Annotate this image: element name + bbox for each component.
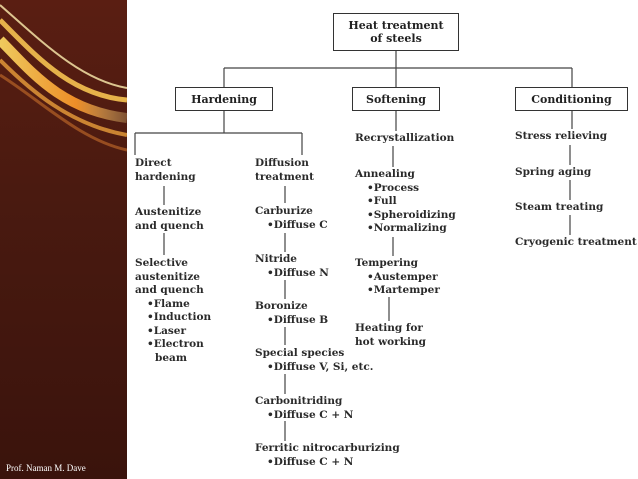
carbonitriding-node: Carbonitriding •Diffuse C + N [255,395,354,421]
austenitize-quench-node: Austenitize and quench [135,206,204,232]
carburize-node: Carburize •Diffuse C [255,205,328,231]
diffusion-treatment-heading: Diffusion treatment [255,157,314,183]
tempering-node: Tempering •Austemper •Martemper [355,257,440,296]
special-species-node: Special species •Diffuse V, Si, etc. [255,347,374,373]
cryogenic-treatment-node: Cryogenic treatment [515,236,637,248]
author-credit: Prof. Naman M. Dave [6,463,86,473]
boronize-node: Boronize •Diffuse B [255,300,329,326]
heat-treatment-diagram: Heat treatment of steels Hardening Softe… [127,0,638,479]
conditioning-node: Conditioning [515,87,628,111]
decorative-side-panel: Prof. Naman M. Dave [0,0,127,479]
connector-lines [134,50,573,441]
nitride-node: Nitride •Diffuse N [255,253,329,279]
annealing-node: Annealing •Process •Full •Spheroidizing … [355,168,456,234]
direct-hardening-heading: Direct hardening [135,157,196,183]
light-streak-graphic [0,4,127,152]
stress-relieving-node: Stress relieving [515,130,608,142]
softening-node: Softening [352,87,440,111]
steam-treating-node: Steam treating [515,201,604,213]
root-line2: of steels [370,32,422,45]
root-line1: Heat treatment [348,19,444,32]
recrystallization-node: Recrystallization [355,132,455,144]
ferritic-nitrocarburizing-node: Ferritic nitrocarburizing •Diffuse C + N [255,442,400,468]
spring-aging-node: Spring aging [515,166,592,178]
root-node: Heat treatment of steels [333,13,459,51]
hardening-node: Hardening [175,87,273,111]
selective-austenitize-node: Selective austenitize and quench •Flame … [135,257,212,364]
heating-hot-working-node: Heating for hot working [355,322,426,348]
